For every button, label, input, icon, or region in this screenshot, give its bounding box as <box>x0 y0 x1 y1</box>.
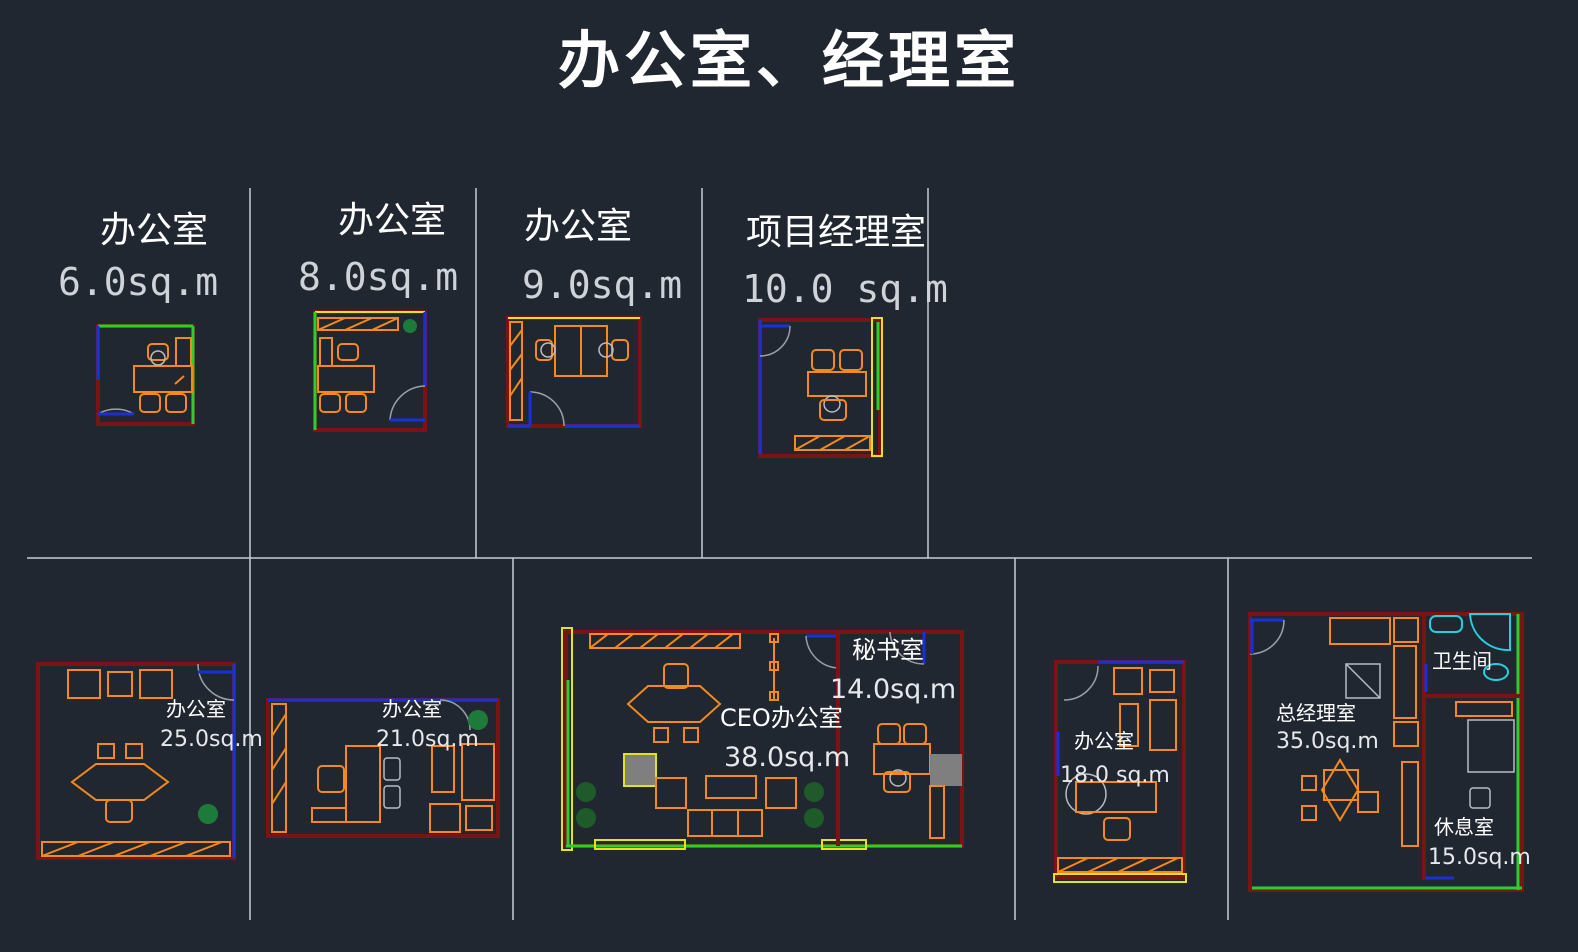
room-7-label: CEO办公室 38.0sq.m <box>720 704 850 773</box>
room-11-name: 卫生间 <box>1432 649 1492 673</box>
room-3-name: 办公室 <box>524 206 632 247</box>
room-2-plan <box>313 310 427 432</box>
room-1-area: 6.0sq.m <box>58 260 218 304</box>
room-6-plan <box>266 698 500 838</box>
room-4-name: 项目经理室 <box>746 212 926 253</box>
room-7-area: 38.0sq.m <box>724 742 850 773</box>
room-12-area: 15.0sq.m <box>1428 845 1531 870</box>
room-2-label: 办公室 8.0sq.m <box>298 200 458 299</box>
room-10-area: 35.0sq.m <box>1276 729 1379 754</box>
room-4-area: 10.0 sq.m <box>742 267 948 311</box>
room-6-name: 办公室 <box>382 697 442 721</box>
room-2-name: 办公室 <box>338 200 446 241</box>
room-7-name: CEO办公室 <box>720 704 843 732</box>
room-3-area: 9.0sq.m <box>522 263 682 307</box>
room-8-label: 秘书室 14.0sq.m <box>830 636 956 705</box>
room-10-label: 总经理室 35.0sq.m <box>1276 701 1379 754</box>
room-9-label: 办公室 18.0 sq.m <box>1060 729 1170 788</box>
room-5-area: 25.0sq.m <box>160 727 263 752</box>
room-3-label: 办公室 9.0sq.m <box>522 206 682 307</box>
room-11-label: 卫生间 <box>1432 649 1492 673</box>
room-10-plan <box>1248 612 1524 892</box>
room-9-area: 18.0 sq.m <box>1060 763 1170 788</box>
room-1-label: 办公室 6.0sq.m <box>58 210 218 304</box>
room-5-label: 办公室 25.0sq.m <box>160 697 263 752</box>
room-7-plan <box>561 627 964 851</box>
grid-dividers <box>27 188 1532 920</box>
room-4-plan <box>758 317 883 458</box>
room-3-plan <box>506 316 642 428</box>
room-9-name: 办公室 <box>1074 729 1134 753</box>
room-1-name: 办公室 <box>100 210 208 251</box>
room-12-label: 休息室 15.0sq.m <box>1428 815 1531 870</box>
room-10-name: 总经理室 <box>1276 701 1356 725</box>
room-6-label: 办公室 21.0sq.m <box>376 697 479 752</box>
room-2-area: 8.0sq.m <box>298 255 458 299</box>
room-6-area: 21.0sq.m <box>376 727 479 752</box>
room-1-plan <box>96 324 195 426</box>
room-5-plan <box>36 662 236 860</box>
room-8-name: 秘书室 <box>852 636 924 664</box>
page-title: 办公室、经理室 <box>557 24 1020 97</box>
room-4-label: 项目经理室 10.0 sq.m <box>742 212 948 311</box>
room-5-name: 办公室 <box>166 697 226 721</box>
room-8-area: 14.0sq.m <box>830 674 956 705</box>
room-12-name: 休息室 <box>1434 815 1494 839</box>
room-9-plan <box>1053 660 1187 883</box>
